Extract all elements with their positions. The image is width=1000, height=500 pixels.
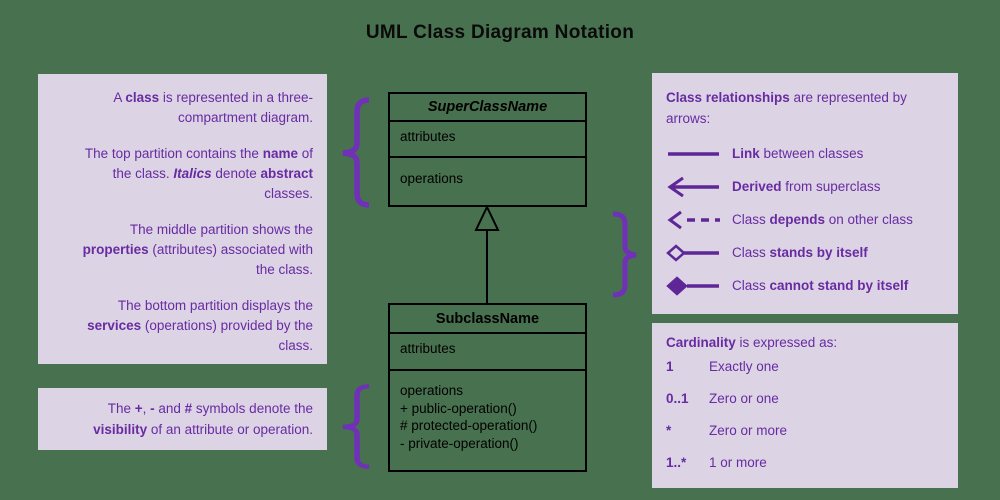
relationship-row-composition: Class cannot stand by itself [666,269,944,302]
inheritance-arrow-icon [474,205,500,303]
cardinality-row: 1 Exactly one [666,351,944,383]
relationship-row-depends: Class depends on other class [666,203,944,236]
subclass-attributes-partition: attributes [390,332,585,369]
cardinality-panel: Cardinality is expressed as: 1 Exactly o… [652,323,958,488]
relationship-label: Class cannot stand by itself [732,277,909,293]
subclass-box: SubclassName attributes operations + pub… [388,303,587,472]
cardinality-row: 1..* 1 or more [666,447,944,479]
private-operation: - private-operation() [400,435,519,451]
cardinality-definition: Exactly one [709,359,779,374]
superclass-box: SuperClassName attributes operations [388,92,587,207]
operations-label: operations [400,383,464,398]
relationship-row-link: Link between classes [666,137,944,170]
protected-operation: # protected-operation() [400,418,538,433]
cardinality-header: Cardinality is expressed as: [666,335,838,350]
cardinality-definition: Zero or one [709,391,779,406]
depends-dashed-arrow-icon [666,209,722,231]
relationships-header: Class relationships are represented by a… [666,90,907,126]
cardinality-rows: 1 Exactly one 0..1 Zero or one * Zero or… [666,351,944,479]
relationship-row-derived: Derived from superclass [666,170,944,203]
class-description-panel: A class is represented in a three-compar… [38,74,327,364]
cardinality-row: 0..1 Zero or one [666,383,944,415]
cardinality-definition: Zero or more [709,423,788,438]
superclass-attributes-partition: attributes [390,120,585,156]
relationship-label: Link between classes [732,145,864,161]
cardinality-definition: 1 or more [709,455,767,470]
curly-brace-right-relationships-icon [612,211,637,298]
composition-filled-diamond-icon [666,275,722,297]
cardinality-term: * [666,423,672,438]
superclass-name: SuperClassName [427,99,548,115]
page-title: UML Class Diagram Notation [365,22,635,43]
relationship-label: Derived from superclass [732,178,881,194]
class-description-paragraph: A class is represented in a three-compar… [113,90,313,125]
aggregation-hollow-diamond-icon [666,242,722,264]
cardinality-term: 1..* [666,455,687,470]
cardinality-term: 1 [666,359,674,374]
relationships-panel: Class relationships are represented by a… [652,73,958,314]
subclass-name: SubclassName [435,310,540,327]
curly-brace-left-operations-icon [342,384,370,469]
subclass-operations-partition: operations + public-operation() # protec… [390,369,585,470]
relationship-label: Class depends on other class [732,211,913,227]
relationship-row-aggregation: Class stands by itself [666,236,944,269]
superclass-operations-partition: operations [390,156,585,205]
public-operation: + public-operation() [400,400,517,416]
relationship-label: Class stands by itself [732,244,868,260]
cardinality-term: 0..1 [666,391,689,406]
curly-brace-left-superclass-icon [342,97,370,208]
cardinality-row: * Zero or more [666,415,944,447]
link-line-icon [666,143,722,165]
derived-open-arrow-icon [666,176,722,198]
